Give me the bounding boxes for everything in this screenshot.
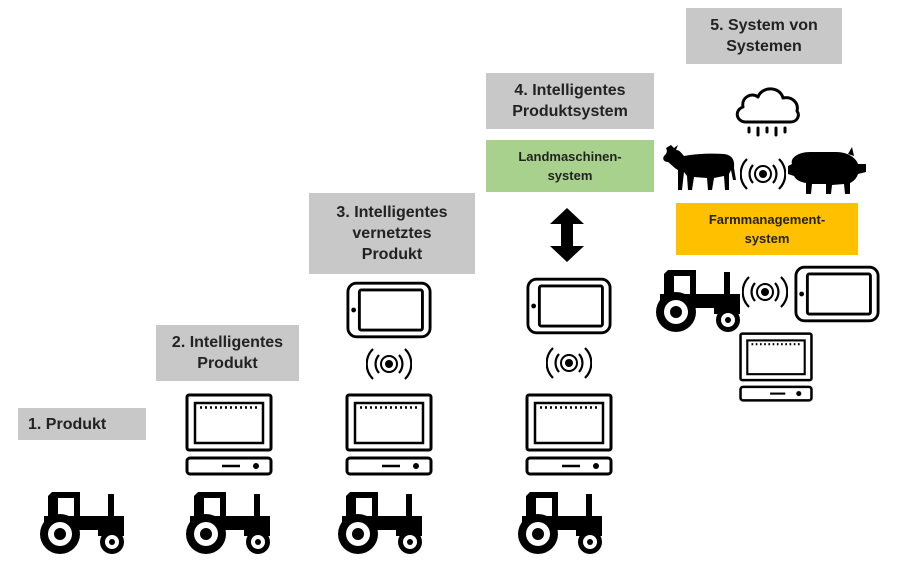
farm-management-text: Farmmanagement- system bbox=[708, 212, 826, 246]
wireless-signal-icon bbox=[740, 154, 786, 194]
tractor-icon bbox=[336, 486, 426, 556]
double-arrow-icon bbox=[550, 208, 584, 262]
pig-icon bbox=[788, 147, 866, 194]
stage-1-text: 1. Produkt bbox=[28, 415, 107, 433]
monitor-icon bbox=[524, 392, 614, 477]
stage-4-label: 4. Intelligentes Produktsystem bbox=[486, 73, 654, 129]
stage-4-text: 4. Intelligentes Produktsystem bbox=[512, 82, 628, 120]
machine-system-text: Landmaschinen- system bbox=[518, 149, 622, 183]
stage-2-text: 2. Intelligentes Produkt bbox=[171, 334, 284, 372]
stage-1-label: 1. Produkt bbox=[18, 408, 146, 440]
stage-3-text: 3. Intelligentes vernetztes Produkt bbox=[336, 204, 448, 263]
tractor-icon bbox=[516, 486, 606, 556]
tablet-icon bbox=[526, 277, 612, 335]
stage-5-text: 5. System von Systemen bbox=[710, 17, 818, 55]
stage-5-label: 5. System von Systemen bbox=[686, 8, 842, 64]
monitor-icon bbox=[344, 392, 434, 477]
tractor-icon bbox=[38, 486, 128, 556]
wireless-signal-icon bbox=[742, 272, 788, 312]
farm-management-box: Farmmanagement- system bbox=[676, 203, 858, 255]
machine-system-box: Landmaschinen- system bbox=[486, 140, 654, 192]
cow-icon bbox=[663, 145, 736, 190]
stage-2-label: 2. Intelligentes Produkt bbox=[156, 325, 299, 381]
wireless-signal-icon bbox=[546, 343, 592, 383]
tablet-icon bbox=[346, 281, 432, 339]
tractor-icon bbox=[184, 486, 274, 556]
tablet-icon bbox=[794, 263, 880, 325]
tractor-icon bbox=[654, 264, 744, 334]
wireless-signal-icon bbox=[366, 344, 412, 384]
monitor-icon bbox=[184, 392, 274, 477]
monitor-icon bbox=[738, 330, 814, 404]
rain-cloud-icon bbox=[735, 87, 800, 137]
stage-3-label: 3. Intelligentes vernetztes Produkt bbox=[309, 193, 475, 274]
